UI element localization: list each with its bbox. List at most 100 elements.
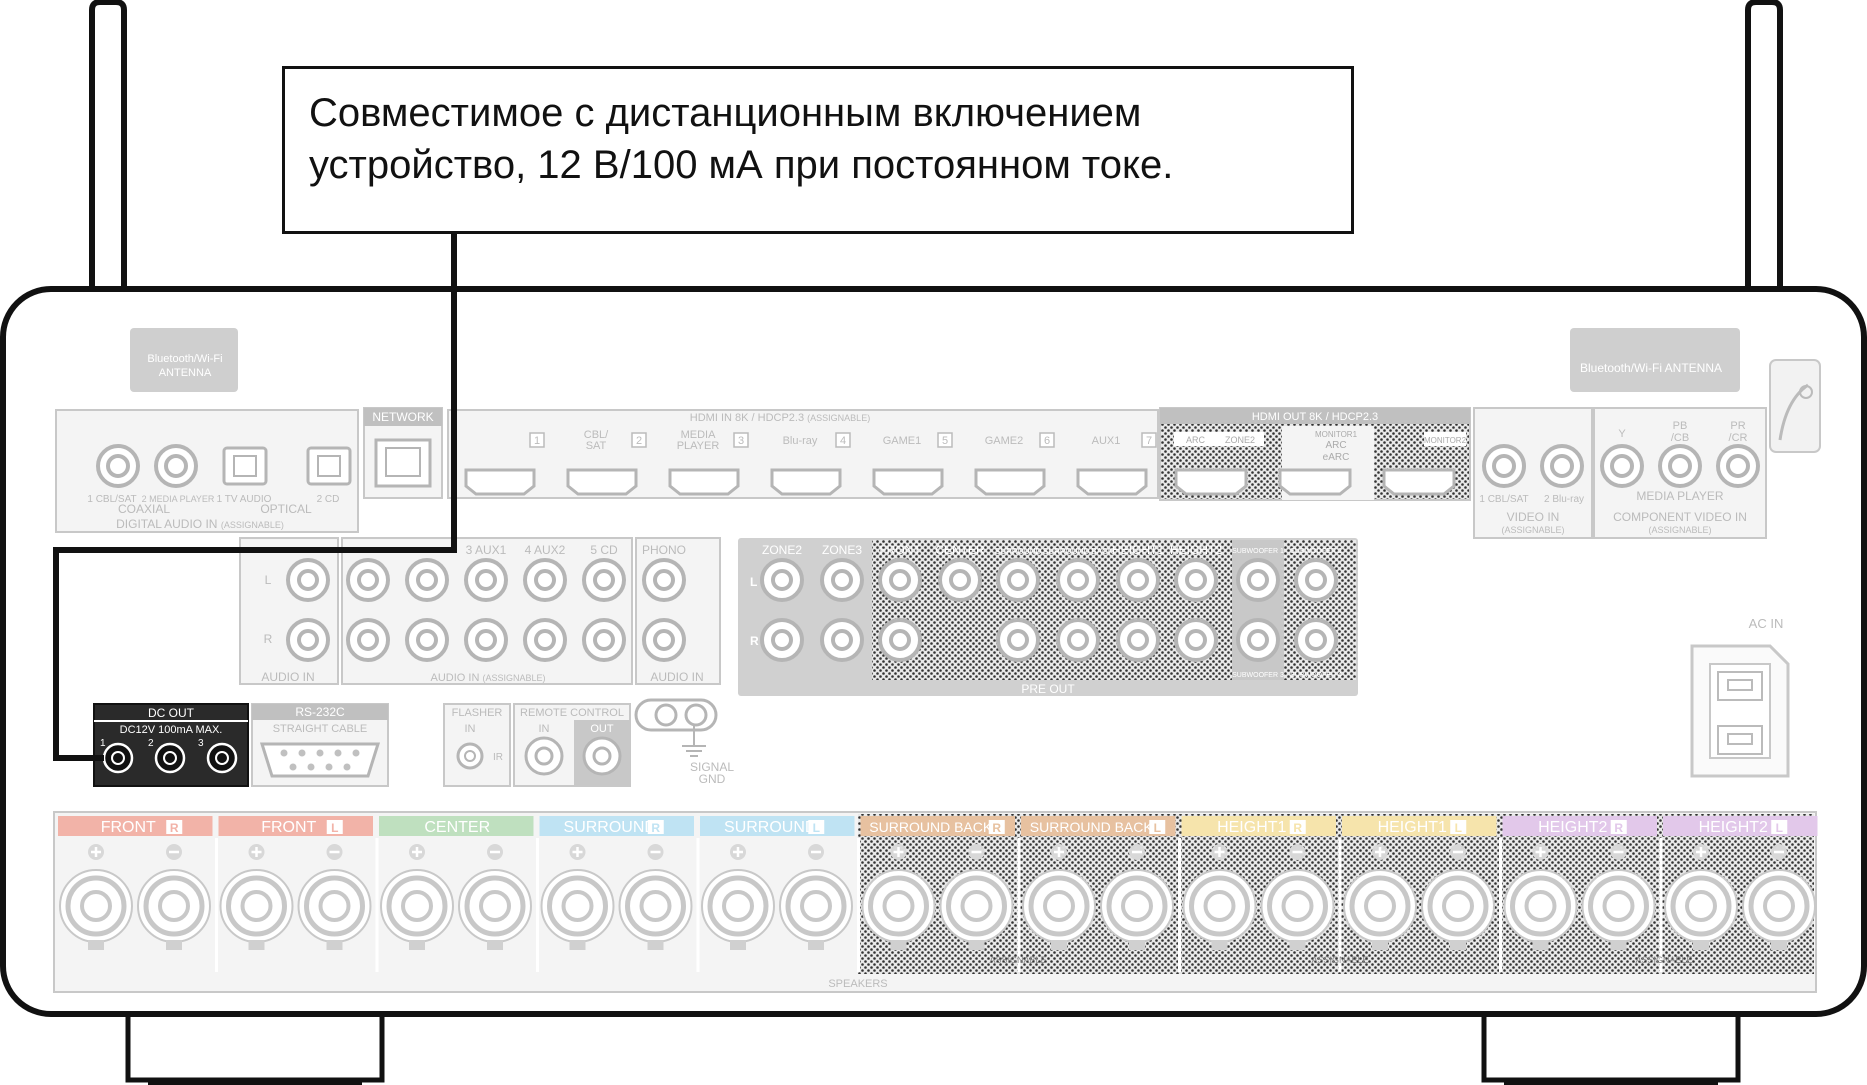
speaker-side-badge — [1771, 820, 1788, 834]
speaker-binding-post[interactable] — [1664, 869, 1738, 950]
rca-jack[interactable] — [286, 618, 330, 662]
antenna-right-label: Bluetooth/Wi-Fi ANTENNA — [1580, 361, 1722, 375]
plus-icon — [409, 844, 425, 860]
pre-out-section: ZONE2 ZONE3 FRONT CENTER SURROUND SURROU… — [738, 538, 1358, 696]
rca-jack[interactable] — [346, 618, 390, 662]
speaker-binding-post[interactable] — [540, 869, 615, 950]
ac-in-label: AC IN — [1749, 616, 1784, 631]
speaker-binding-post[interactable] — [219, 869, 294, 950]
minus-icon — [808, 844, 824, 860]
rca-jack[interactable] — [523, 618, 567, 662]
rca-jack[interactable] — [760, 558, 804, 602]
flasher-section: FLASHER IN IR — [443, 703, 511, 787]
speaker-binding-post[interactable] — [939, 869, 1014, 950]
dc-out-jack-2[interactable] — [154, 742, 186, 774]
antenna-left-label: Bluetooth/Wi-Fi — [147, 353, 222, 365]
speaker-binding-post[interactable] — [1100, 869, 1174, 950]
rca-jack[interactable] — [1116, 618, 1160, 662]
rca-jack[interactable] — [1056, 558, 1100, 602]
rca-jack[interactable] — [642, 618, 686, 662]
rca-jack[interactable] — [286, 558, 330, 602]
speaker-binding-post[interactable] — [1742, 869, 1816, 950]
component-pb-label: /CB — [1671, 432, 1689, 444]
rca-jack[interactable] — [582, 558, 626, 602]
rca-jack[interactable] — [1294, 618, 1338, 662]
speaker-binding-post[interactable] — [458, 869, 532, 950]
rca-jack[interactable] — [642, 558, 686, 602]
hdmi-out-title: HDMI OUT 8K / HDCP2.3 — [1252, 411, 1378, 423]
speaker-binding-post[interactable] — [701, 869, 775, 950]
remote-control-out-label: OUT — [590, 723, 614, 735]
rca-jack[interactable] — [996, 618, 1040, 662]
dc-out-jack-1[interactable] — [102, 742, 134, 774]
speaker-binding-post[interactable] — [1260, 869, 1335, 950]
rca-jack[interactable] — [523, 558, 567, 602]
component-y-label: Y — [1618, 428, 1626, 440]
speaker-binding-post[interactable] — [779, 869, 853, 950]
rca-jack[interactable] — [820, 558, 864, 602]
rca-jack[interactable] — [820, 618, 864, 662]
rca-jack[interactable] — [582, 618, 626, 662]
minus-icon — [1610, 844, 1627, 860]
rca-jack[interactable] — [405, 618, 449, 662]
speaker-binding-post[interactable] — [59, 869, 133, 950]
rca-jack[interactable] — [464, 618, 508, 662]
speaker-binding-post[interactable] — [861, 869, 936, 950]
speaker-binding-post[interactable] — [137, 869, 211, 950]
speaker-side-label: L — [1776, 821, 1783, 835]
rca-jack[interactable] — [405, 558, 449, 602]
rca-jack[interactable] — [1294, 558, 1338, 602]
digital-audio-in-section: 1 CBL/SAT 2 MEDIA PLAYER 1 TV AUDIO 2 CD… — [55, 409, 359, 533]
rca-jack[interactable] — [1174, 558, 1218, 602]
speaker-binding-post[interactable] — [380, 869, 454, 950]
rca-jack[interactable] — [1116, 558, 1160, 602]
plus-icon — [1372, 844, 1388, 860]
component-video-in-sub: (ASSIGNABLE) — [1648, 525, 1711, 535]
rca-jack[interactable] — [878, 558, 922, 602]
rca-jack[interactable] — [1174, 618, 1218, 662]
rca-jack[interactable] — [1236, 558, 1280, 602]
hdmi-port-number-box — [1141, 432, 1157, 448]
speaker-binding-post[interactable] — [1421, 869, 1495, 950]
rca-jack[interactable] — [938, 558, 982, 602]
hdmi-port-name: AUX1 — [1092, 435, 1121, 447]
pre-out-sub1-label: SUBWOOFER 1 — [1232, 548, 1284, 555]
speaker-side-badge — [988, 820, 1005, 834]
speaker-binding-post[interactable] — [1581, 869, 1656, 950]
component-media-player-label: MEDIA PLAYER — [1636, 489, 1723, 503]
hdmi-out-earc-text: eARC — [1323, 452, 1350, 463]
hdmi-in-title: HDMI IN 8K / HDCP2.3 (ASSIGNABLE) — [690, 412, 870, 424]
speaker-binding-post[interactable] — [1343, 869, 1417, 950]
rca-jack[interactable] — [1236, 618, 1280, 662]
speakers-label: SPEAKERS — [828, 978, 887, 990]
pre-out-height2-label: HEIGHT2 — [1170, 543, 1222, 557]
dc-out-jack-3[interactable] — [206, 742, 238, 774]
speaker-binding-post[interactable] — [1022, 869, 1096, 950]
optical-port-1-label: 1 TV AUDIO — [217, 494, 272, 505]
rca-jack[interactable] — [878, 618, 922, 662]
rca-jack[interactable] — [346, 558, 390, 602]
pre-out-zone3-label: ZONE3 — [822, 543, 862, 557]
minus-icon — [1450, 844, 1466, 860]
speaker-binding-post[interactable] — [1182, 869, 1257, 950]
network-label: NETWORK — [372, 410, 433, 424]
speaker-binding-post[interactable] — [618, 869, 693, 950]
hdmi-in-port[interactable]: 1 — [464, 432, 545, 496]
rca-jack[interactable] — [996, 558, 1040, 602]
rca-jack[interactable] — [1056, 618, 1100, 662]
speaker-binding-post[interactable] — [297, 869, 372, 950]
rca-jack[interactable] — [464, 558, 508, 602]
speaker-side-label: L — [1455, 821, 1462, 835]
video-in-sub: (ASSIGNABLE) — [1501, 525, 1564, 535]
speaker-binding-post[interactable] — [1503, 869, 1578, 950]
rca-jack[interactable] — [760, 618, 804, 662]
component-pr-label: PR — [1730, 420, 1745, 432]
speaker-side-badge — [326, 820, 343, 834]
